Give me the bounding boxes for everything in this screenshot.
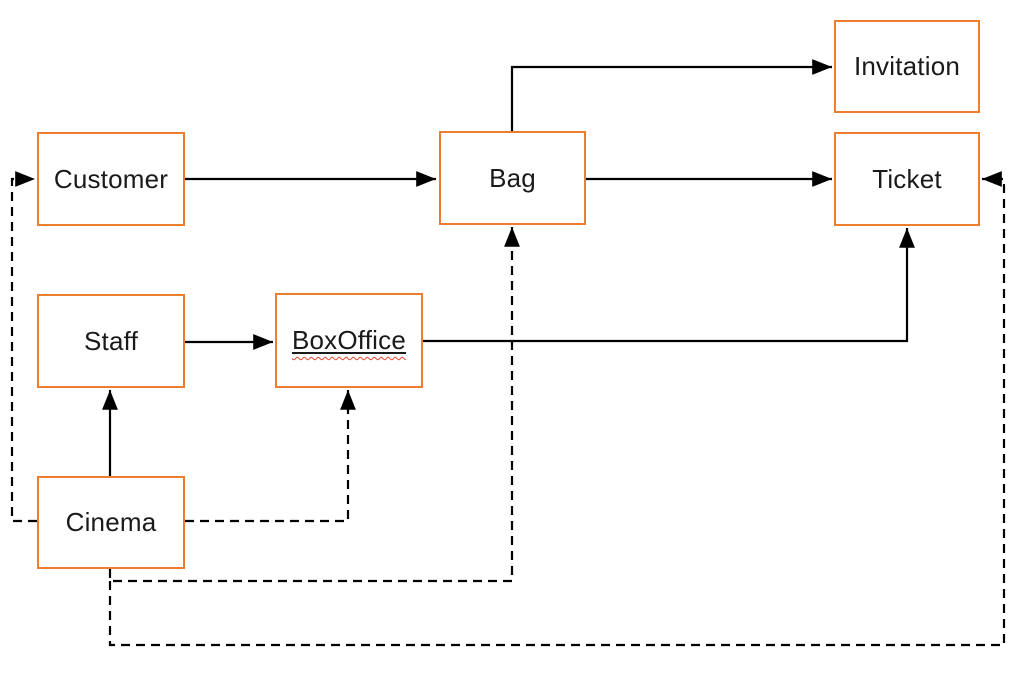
node-invitation[interactable]: Invitation xyxy=(834,20,980,113)
node-bag-label: Bag xyxy=(489,162,536,193)
node-staff[interactable]: Staff xyxy=(37,294,185,388)
edge-cinema-to-bag-dashed[interactable] xyxy=(108,227,520,583)
node-boxoffice-underline: BoxOffice xyxy=(292,325,406,356)
edge-boxoffice-to-ticket[interactable] xyxy=(423,228,915,343)
node-bag[interactable]: Bag xyxy=(439,131,586,225)
edge-cinema-to-boxoffice-dashed[interactable] xyxy=(185,390,356,523)
node-boxoffice[interactable]: BoxOffice xyxy=(275,293,423,388)
node-customer-label: Customer xyxy=(53,163,169,194)
node-staff-label: Staff xyxy=(83,325,138,356)
node-customer[interactable]: Customer xyxy=(37,132,185,226)
edge-cinema-to-ticket-dashed[interactable] xyxy=(108,171,1006,647)
node-boxoffice-label: BoxOffice xyxy=(291,325,407,355)
node-ticket-label: Ticket xyxy=(872,163,942,194)
node-ticket[interactable]: Ticket xyxy=(834,132,980,226)
node-cinema[interactable]: Cinema xyxy=(37,476,185,569)
edge-cinema-to-customer-dashed[interactable] xyxy=(10,171,37,523)
edge-bag-to-invitation[interactable] xyxy=(510,59,832,131)
node-cinema-label: Cinema xyxy=(65,507,157,537)
node-invitation-label: Invitation xyxy=(853,51,961,81)
